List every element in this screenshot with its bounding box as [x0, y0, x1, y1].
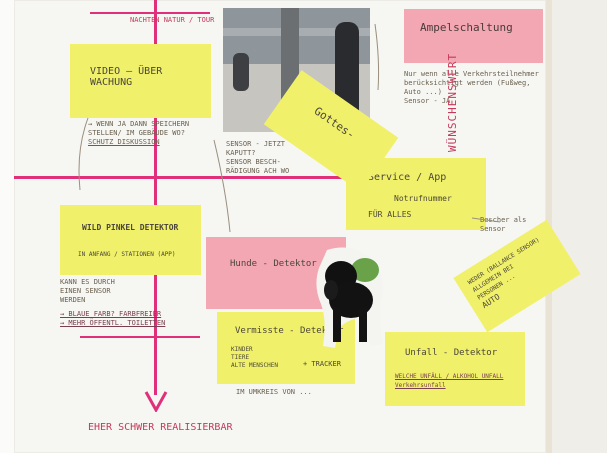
- ampel-note: Ampelschaltung: [404, 9, 543, 63]
- hunde-title: Hunde - Detektor: [230, 259, 317, 269]
- vermisst-title: Vermisste - Detektor: [235, 326, 344, 336]
- axis-arrowhead: [144, 391, 168, 412]
- wild-notes: KANN ES DURCH EINEN SENSOR WERDEN: [60, 278, 115, 304]
- vertical-axis-line: [154, 0, 157, 395]
- video-notes: → WENN JA DANN SPEICHERN STELLEN/ IM GEB…: [88, 120, 190, 146]
- right-poster: [552, 0, 607, 453]
- unfall-sub: WELCHE UNFÄLL / ALKOHOL UNFALL Verkehrsu…: [395, 373, 504, 389]
- service-all: FÜR ALLES: [368, 210, 412, 219]
- top-line: [90, 12, 210, 14]
- poodle-image: [316, 247, 383, 348]
- bottom-label: EHER SCHWER REALISIERBAR: [88, 422, 233, 433]
- service-extra: Bescher als Sensor: [480, 216, 527, 233]
- horizontal-axis-line: [14, 176, 344, 179]
- vermisst-left: KINDER TIERE ALTE MENSCHEN: [231, 346, 278, 369]
- wildpinkel-title: WILD PINKEL DETEKTOR: [82, 223, 179, 232]
- ampel-notes: Nur wenn alle Verkehrsteilnehmer berücks…: [404, 70, 539, 105]
- wild-underline: [80, 336, 200, 338]
- vermisst-sub: + TRACKER: [303, 360, 341, 368]
- wildpinkel-note: WILD PINKEL DETEKTOR IN ANFANG / STATION…: [60, 205, 201, 275]
- unfall-note: Unfall - Detektor WELCHE UNFÄLL / ALKOHO…: [385, 332, 525, 406]
- sensor-notes: SENSOR - JETZT KAPUTT? SENSOR BESCH- RÄD…: [226, 140, 290, 175]
- wildpinkel-sub: IN ANFANG / STATIONEN (APP): [78, 251, 176, 258]
- umkreis-note: IM UMKREIS VON ...: [236, 388, 312, 396]
- service-sub: Notrufnummer: [394, 194, 452, 203]
- video-title: VIDEO – ÜBER WACHUNG: [90, 66, 163, 88]
- ampel-title: Ampelschaltung: [420, 21, 513, 34]
- unfall-title: Unfall - Detektor: [405, 348, 498, 358]
- video-note: VIDEO – ÜBER WACHUNG: [70, 44, 211, 118]
- bessere-notes: → BLAUE FARB? FARBFREIER → MEHR ÖFFENTL.…: [60, 310, 166, 327]
- top-note: NACHTEN NATUR / TOUR: [130, 16, 215, 24]
- service-title: Service / App: [368, 172, 447, 183]
